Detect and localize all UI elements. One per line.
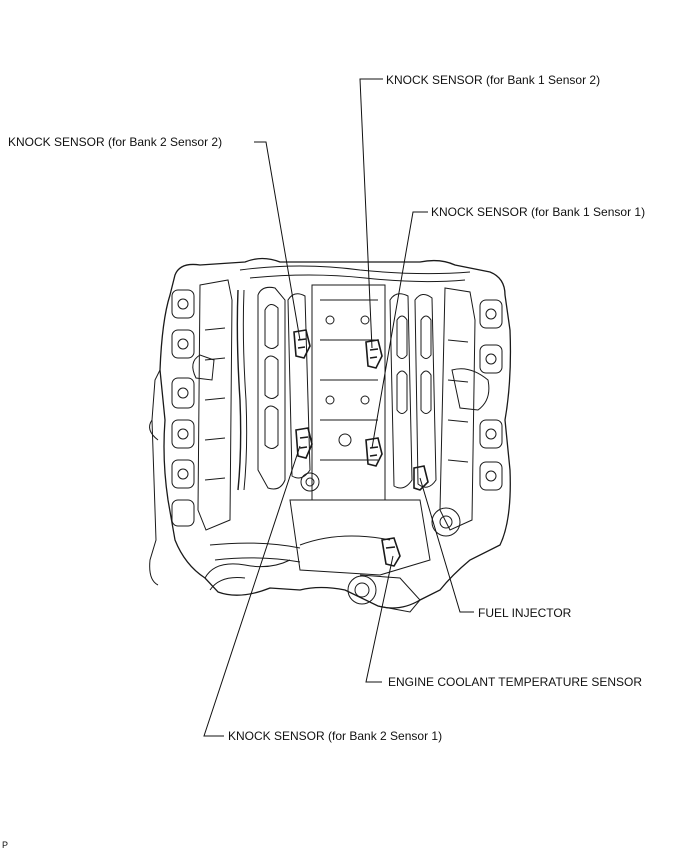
leader-knock-b2s2 xyxy=(254,141,301,341)
leader-knock-b2s1 xyxy=(203,445,301,737)
engine-coolant-temperature-sensor-part xyxy=(381,537,401,567)
knock-sensor-bank2-sensor2 xyxy=(293,329,311,359)
leader-knock-b1s2 xyxy=(359,78,383,349)
label-fuel-injector: FUEL INJECTOR xyxy=(478,606,572,620)
label-knock-sensor-bank2-sensor1: KNOCK SENSOR (for Bank 2 Sensor 1) xyxy=(228,729,443,743)
leader-lines xyxy=(203,78,474,737)
corner-mark: P xyxy=(2,840,9,850)
fuel-injector-part xyxy=(413,465,429,491)
label-knock-sensor-bank1-sensor1: KNOCK SENSOR (for Bank 1 Sensor 1) xyxy=(431,205,646,219)
knock-sensor-bank1-sensor2 xyxy=(365,339,383,369)
label-knock-sensor-bank1-sensor2: KNOCK SENSOR (for Bank 1 Sensor 2) xyxy=(386,73,601,87)
leader-knock-b1s1 xyxy=(371,211,428,449)
knock-sensor-bank1-sensor1 xyxy=(365,437,383,467)
label-engine-coolant-temperature-sensor: ENGINE COOLANT TEMPERATURE SENSOR xyxy=(388,675,643,689)
label-knock-sensor-bank2-sensor2: KNOCK SENSOR (for Bank 2 Sensor 2) xyxy=(8,135,223,149)
leader-ect-sensor xyxy=(365,555,394,683)
leader-fuel-injector xyxy=(419,477,474,613)
engine-block-illustration xyxy=(149,257,512,613)
